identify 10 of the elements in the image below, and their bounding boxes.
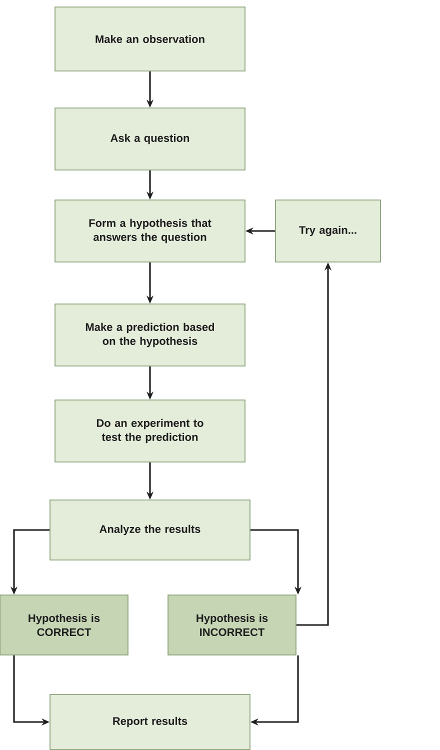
process-box: Form a hypothesis that answers the question <box>54 200 246 262</box>
process-box: Analyze the results <box>50 500 250 560</box>
process-box: Do an experiment to test the prediction <box>54 400 246 462</box>
result-box: Hypothesis is CORRECT <box>0 594 128 656</box>
process-box: Make an observation <box>54 6 246 72</box>
process-box: Make a prediction based on the hypothesis <box>54 304 246 366</box>
process-box: Ask a question <box>54 108 246 170</box>
process-box: Report results <box>50 694 250 750</box>
process-box: Try again... <box>275 200 381 262</box>
result-box: Hypothesis is INCORRECT <box>168 594 296 656</box>
